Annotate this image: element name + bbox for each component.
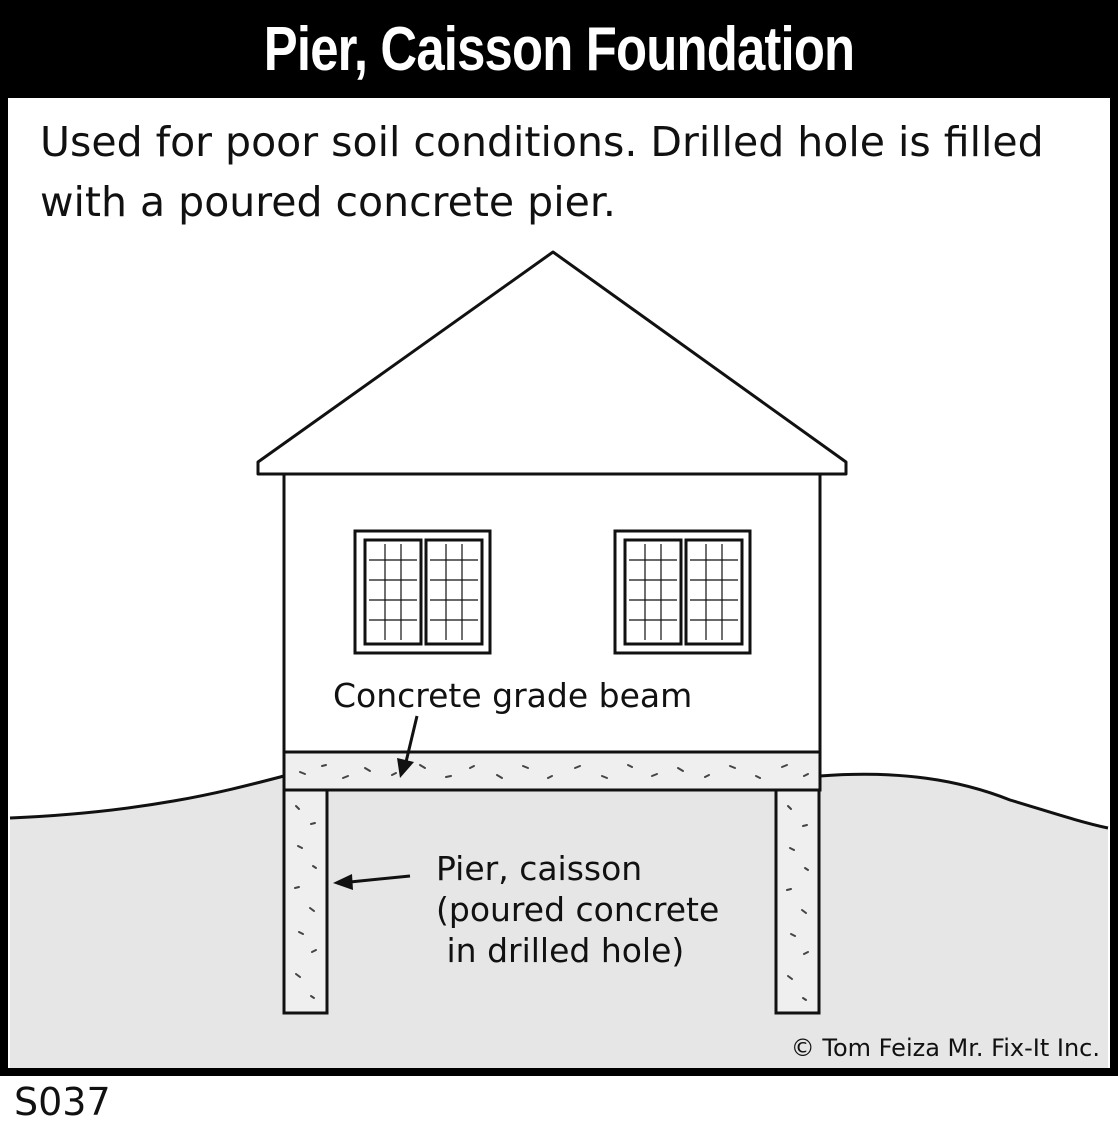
pier-left xyxy=(282,788,329,1015)
pier-label: Pier, caisson (poured concrete in drille… xyxy=(436,848,719,971)
page-title: Pier, Caisson Foundation xyxy=(263,14,855,84)
title-bar: Pier, Caisson Foundation xyxy=(0,0,1118,98)
pier-label-line-1: Pier, caisson xyxy=(436,849,643,888)
pier-right xyxy=(774,788,821,1015)
roof xyxy=(256,250,848,476)
pier-texture xyxy=(294,805,809,1001)
copyright-notice: © Tom Feiza Mr. Fix-It Inc. xyxy=(790,1034,1100,1062)
grade-beam-label: Concrete grade beam xyxy=(333,676,693,715)
caption-line-2: with a poured concrete pier. xyxy=(40,178,616,226)
ground-line xyxy=(9,772,1109,830)
window-right xyxy=(613,529,752,655)
frame-border xyxy=(0,0,1118,1076)
diagram-code: S037 xyxy=(14,1080,111,1124)
caption: Used for poor soil conditions. Drilled h… xyxy=(40,112,1080,232)
window-left xyxy=(353,529,492,655)
pier-label-line-3: in drilled hole) xyxy=(436,931,685,970)
arrow-grade-beam xyxy=(397,715,419,778)
pier-label-line-2: (poured concrete xyxy=(436,890,720,929)
grade-beam xyxy=(282,750,822,792)
grade-beam-texture xyxy=(299,764,809,779)
arrow-pier xyxy=(333,874,411,890)
caption-line-1: Used for poor soil conditions. Drilled h… xyxy=(40,118,1044,166)
